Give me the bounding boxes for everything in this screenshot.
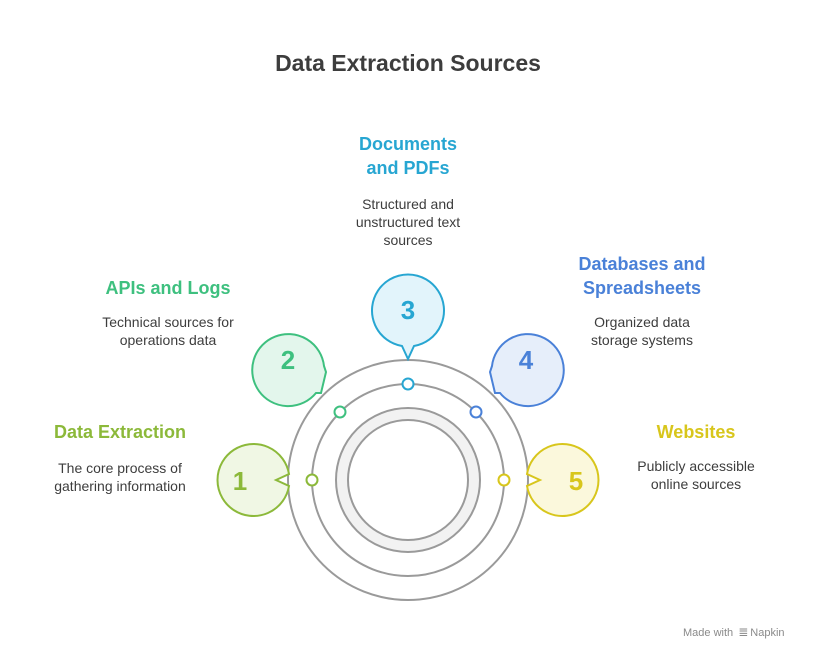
number-2: 2 [281, 345, 295, 375]
bubble-4 [488, 333, 565, 408]
bubble-2 [251, 333, 328, 408]
number-3: 3 [401, 295, 415, 325]
made-with-text: Made with [683, 627, 734, 639]
dot-3 [401, 377, 415, 391]
label-data-extraction: Data Extraction [53, 422, 187, 442]
napkin-logo-icon: ≣ [738, 625, 749, 639]
number-4: 4 [519, 345, 534, 375]
desc-documents-and-pdfs: Structured and unstructured text sources [355, 196, 461, 248]
brand-name: Napkin [750, 627, 785, 639]
dot-5 [497, 473, 511, 487]
number-1: 1 [233, 466, 247, 496]
bubble-1 [216, 443, 291, 517]
dot-2 [333, 405, 347, 419]
desc-websites: Publicly accessible online sources [637, 458, 755, 492]
made-with-footer: Made with ≣Napkin [683, 625, 785, 639]
bubble-5 [525, 443, 600, 517]
dot-1 [305, 473, 319, 487]
page-title: Data Extraction Sources [275, 50, 541, 76]
number-5: 5 [569, 466, 583, 496]
desc-databases-and-spreadsheets: Organized data storage systems [591, 314, 693, 348]
label-websites: Websites [656, 422, 736, 442]
label-apis-and-logs: APIs and Logs [105, 278, 231, 298]
label-databases-and-spreadsheets: Databases and Spreadsheets [578, 254, 706, 298]
dot-4 [469, 405, 483, 419]
core-ring [347, 419, 469, 541]
desc-data-extraction: The core process of gathering informatio… [54, 460, 186, 494]
desc-apis-and-logs: Technical sources for operations data [102, 314, 234, 348]
bubble-3 [371, 273, 445, 362]
label-documents-and-pdfs: Documents and PDFs [358, 134, 457, 178]
